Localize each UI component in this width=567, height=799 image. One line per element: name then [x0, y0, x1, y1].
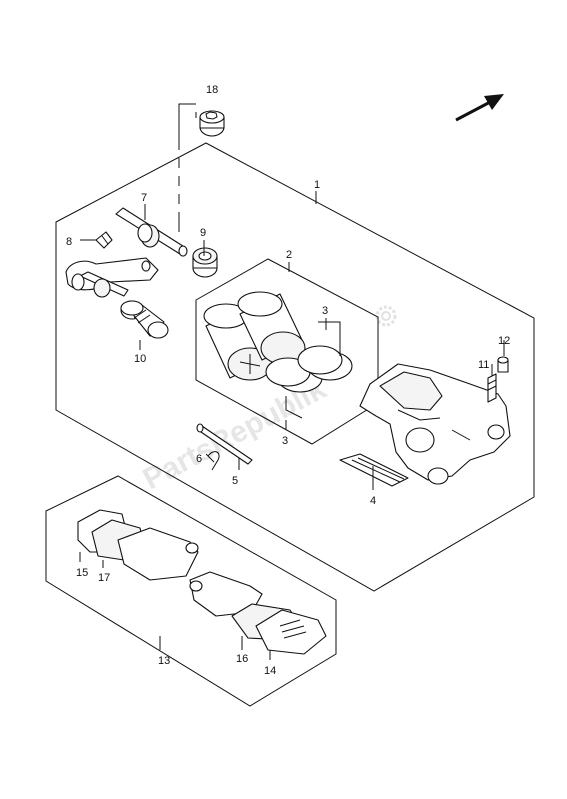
caliper-body	[359, 363, 511, 485]
clip-8	[95, 231, 113, 249]
front-direction-arrow-icon	[455, 94, 504, 122]
callout-3-upper: 3	[322, 305, 328, 317]
leader-3a-bracket	[318, 321, 341, 356]
slide-pin-10	[120, 300, 169, 339]
callout-8: 8	[66, 236, 72, 248]
cotter-pin-6	[207, 451, 220, 471]
brake-pad-set-outline	[45, 475, 337, 707]
callout-7: 7	[141, 192, 147, 204]
bleeder-valve-11	[487, 373, 497, 403]
callout-10: 10	[134, 353, 146, 365]
callout-18: 18	[206, 84, 218, 96]
brake-pad-15-backing	[117, 527, 199, 581]
callout-16: 16	[236, 653, 248, 665]
pad-spring-4	[339, 453, 409, 487]
bleeder-bolt-18	[195, 110, 225, 137]
callout-2: 2	[286, 249, 292, 261]
callout-17: 17	[98, 572, 110, 584]
brake-pad-16	[189, 571, 263, 617]
slide-pin-7	[115, 207, 188, 257]
callout-14: 14	[264, 665, 276, 677]
callout-13: 13	[158, 655, 170, 667]
leader-lines	[79, 191, 505, 660]
leader-18	[178, 103, 196, 150]
callout-4: 4	[370, 495, 376, 507]
bleeder-cap-12	[497, 356, 509, 373]
boot-9	[192, 247, 218, 278]
caliper-assembly-outline	[55, 142, 535, 592]
callout-1: 1	[314, 179, 320, 191]
piston-pair	[203, 291, 306, 381]
callout-6: 6	[196, 453, 202, 465]
callout-9: 9	[200, 227, 206, 239]
callout-11: 11	[478, 359, 489, 371]
callout-5: 5	[232, 475, 238, 487]
brake-pad-14	[255, 609, 327, 655]
pad-pin-5	[196, 423, 253, 465]
pin-bracket	[65, 257, 159, 298]
watermark-gear-icon	[375, 305, 397, 327]
leader-3b-bracket	[285, 396, 303, 419]
piston-seal-set	[265, 345, 353, 393]
callout-15: 15	[76, 567, 88, 579]
callout-3-lower: 3	[282, 435, 288, 447]
callout-12: 12	[498, 335, 510, 347]
